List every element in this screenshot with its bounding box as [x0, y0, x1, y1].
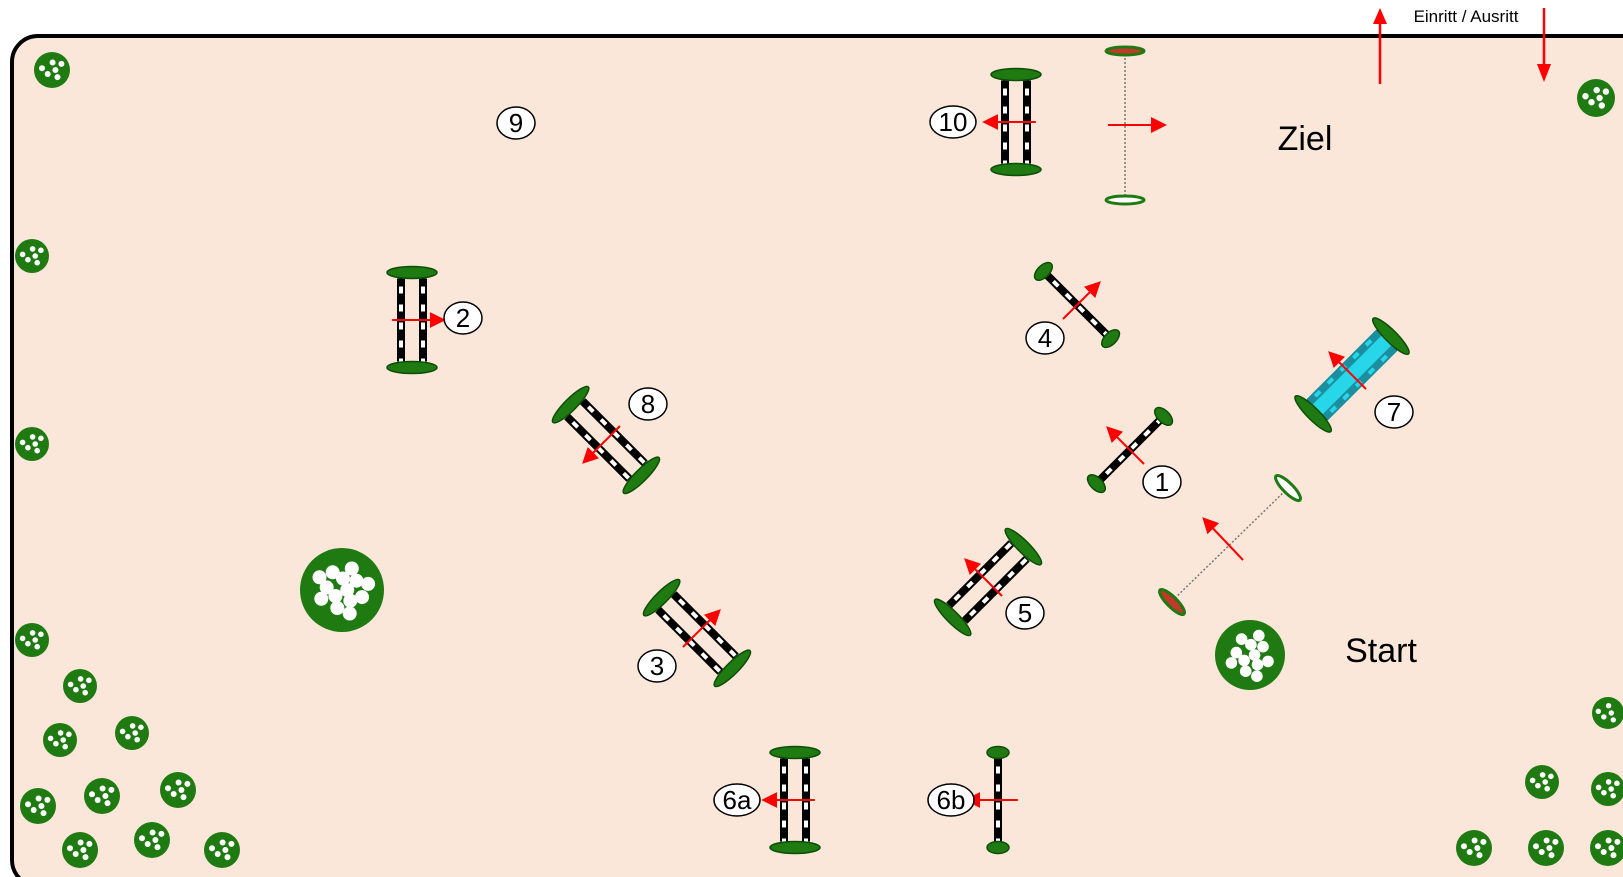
obstacle-8: 8 [551, 385, 668, 495]
obstacle-10: 10 [929, 67, 1042, 177]
obstacle-number-badge [1142, 465, 1182, 499]
shrub [62, 832, 98, 868]
shrub [115, 716, 149, 750]
shrubs [15, 52, 1623, 868]
shrub [20, 788, 56, 824]
obstacle-number-badge [713, 783, 761, 817]
shrub [300, 548, 384, 632]
shrub [1577, 79, 1615, 117]
obstacle-number-badge [628, 387, 668, 421]
obstacle-number: 7 [1387, 397, 1401, 427]
shrub [43, 723, 77, 757]
obstacle-1: 1 [1086, 406, 1182, 499]
shrub [15, 623, 49, 657]
shrub [1592, 697, 1623, 729]
obstacle-number: 6a [723, 785, 752, 815]
shrub [1528, 830, 1564, 866]
obstacle-5: 5 [933, 527, 1045, 637]
obstacles: 1 2 3 4 5 6a 6b 7 8 9 10 [386, 67, 1414, 855]
shrub [15, 239, 49, 273]
obstacle-number: 10 [939, 107, 968, 137]
obstacle-number: 9 [509, 108, 523, 138]
obstacle-2: 2 [386, 265, 483, 375]
shrub [1525, 765, 1559, 799]
start-label: Start [1345, 632, 1417, 670]
obstacle-number: 2 [456, 303, 470, 333]
obstacle-3: 3 [637, 578, 752, 688]
obstacle-9: 9 [496, 106, 536, 140]
obstacle-number: 5 [1018, 598, 1032, 628]
shrub [204, 832, 240, 868]
obstacle-number-badge [1025, 321, 1065, 355]
finish-line: Ziel [1104, 45, 1333, 206]
shrub [1591, 772, 1623, 806]
entrance-marker: Einritt / Ausritt [1373, 7, 1551, 84]
obstacle-number-badge [929, 105, 977, 139]
shrub [1456, 830, 1492, 866]
shrub [1590, 830, 1623, 866]
obstacle-number-badge [1005, 596, 1045, 630]
obstacle-number-badge [443, 301, 483, 335]
shrub [15, 427, 49, 461]
obstacle-number: 1 [1155, 467, 1169, 497]
obstacle-number: 8 [641, 389, 655, 419]
shrub [84, 778, 120, 814]
shrub [160, 772, 196, 808]
shrub [1215, 620, 1285, 690]
obstacle-6a: 6a [713, 745, 821, 855]
obstacle-4: 4 [1025, 261, 1121, 355]
shrub [34, 52, 70, 88]
obstacle-number: 4 [1038, 323, 1052, 353]
shrub [63, 669, 97, 703]
start-line: Start [1157, 473, 1417, 670]
entrance-label: Einritt / Ausritt [1414, 7, 1519, 26]
obstacle-number-badge [496, 106, 536, 140]
obstacle-number-badge [927, 783, 975, 817]
obstacle-number: 3 [650, 651, 664, 681]
obstacle-number: 6b [937, 785, 966, 815]
obstacle-7: 7 [1294, 317, 1414, 433]
obstacle-number-badge [637, 649, 677, 683]
obstacle-6b: 6b [927, 745, 1018, 855]
shrub [134, 822, 170, 858]
obstacle-number-badge [1374, 395, 1414, 429]
finish-label: Ziel [1278, 120, 1333, 158]
